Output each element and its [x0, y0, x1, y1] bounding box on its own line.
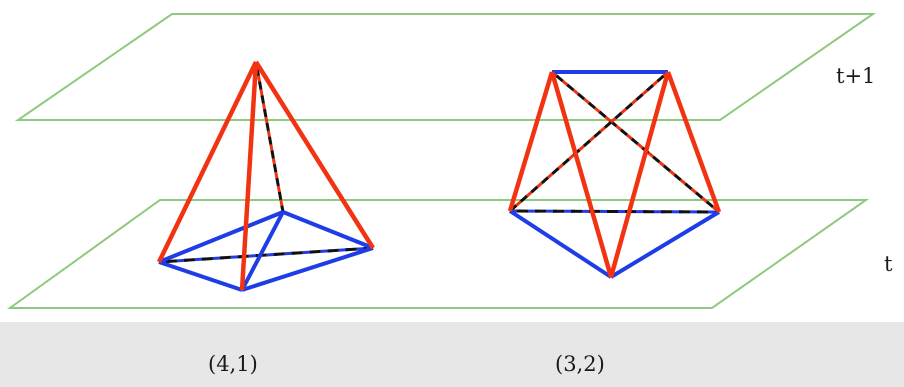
- caption-band: [0, 322, 904, 387]
- timelike-edge: [608, 71, 671, 278]
- hidden-timelike-edge-dash: [509, 70, 669, 213]
- base-edge: [508, 209, 613, 279]
- simplex-4-1: [156, 60, 375, 292]
- slice-label-lower: t: [884, 252, 893, 276]
- base-edge: [158, 210, 284, 264]
- hidden-base-edge-dash: [158, 246, 374, 264]
- timelike-edge: [507, 71, 555, 212]
- timelike-edge: [549, 71, 614, 278]
- timelike-edge: [665, 71, 722, 213]
- base-edge: [240, 211, 285, 291]
- base-edge: [158, 260, 243, 292]
- plane-t-plus-1: [14, 13, 877, 121]
- base-edge: [241, 246, 374, 292]
- simplex-label-right: (3,2): [555, 352, 605, 376]
- hidden-base-edge-dash: [509, 209, 720, 214]
- timelike-edge: [156, 61, 259, 263]
- slice-label-upper: t+1: [836, 64, 876, 88]
- simplex-3-2: [507, 70, 722, 279]
- plane-t: [6, 199, 870, 309]
- timelike-edge: [254, 60, 375, 250]
- timelike-edge: [239, 61, 259, 291]
- base-edge: [282, 210, 374, 250]
- simplex-label-left: (4,1): [208, 352, 258, 376]
- hidden-timelike-edge-dash: [551, 70, 720, 214]
- hidden-timelike-edge-dash: [254, 61, 285, 213]
- base-edge: [609, 210, 721, 279]
